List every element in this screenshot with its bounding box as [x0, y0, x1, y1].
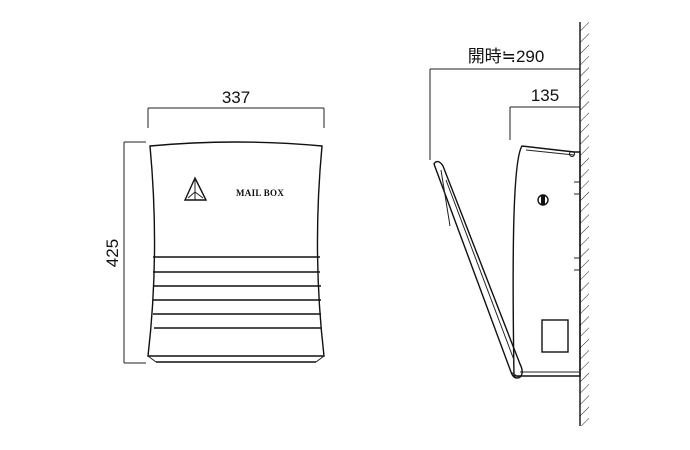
front-stripes [153, 256, 321, 329]
depth-label: 135 [531, 86, 559, 105]
open-depth-label: 開時≒290 [468, 47, 545, 66]
side-view: 開時≒290 135 [429, 22, 589, 426]
triangle-logo-icon [183, 176, 208, 201]
nameplate-label: MAIL BOX [236, 188, 284, 198]
height-dimension: 425 [103, 141, 146, 364]
depth-dimension: 135 [509, 86, 580, 140]
wall-brackets [574, 181, 580, 271]
side-body-outline [512, 145, 581, 377]
open-depth-dimension: 開時≒290 [429, 47, 580, 160]
side-window [541, 319, 569, 353]
width-label: 337 [222, 88, 250, 107]
open-lid [433, 160, 523, 379]
hatched-wall-icon [579, 22, 589, 426]
height-label: 425 [103, 239, 122, 267]
width-dimension: 337 [147, 88, 325, 128]
front-view: 337 425 MAIL BOX [103, 88, 325, 364]
key-lock-icon [537, 194, 549, 206]
front-body-outline [147, 141, 325, 357]
